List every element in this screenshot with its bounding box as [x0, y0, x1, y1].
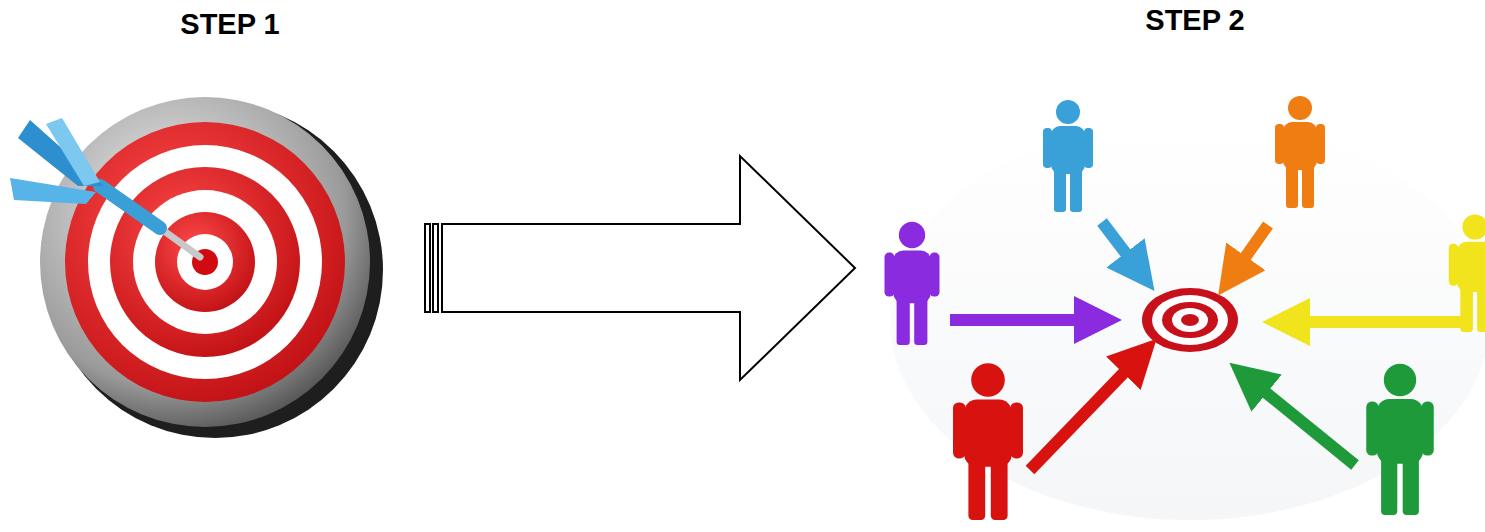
block-arrow	[425, 156, 855, 380]
step-heading: STEP 1	[120, 8, 340, 41]
target	[1142, 288, 1238, 352]
step-heading: STEP 2	[1085, 4, 1305, 37]
dartboard	[40, 97, 383, 438]
dart	[10, 118, 200, 257]
step-panel: STEP 2	[855, 0, 1485, 532]
team-illustration	[885, 96, 1485, 520]
step-panel: STEP 1	[0, 0, 425, 532]
